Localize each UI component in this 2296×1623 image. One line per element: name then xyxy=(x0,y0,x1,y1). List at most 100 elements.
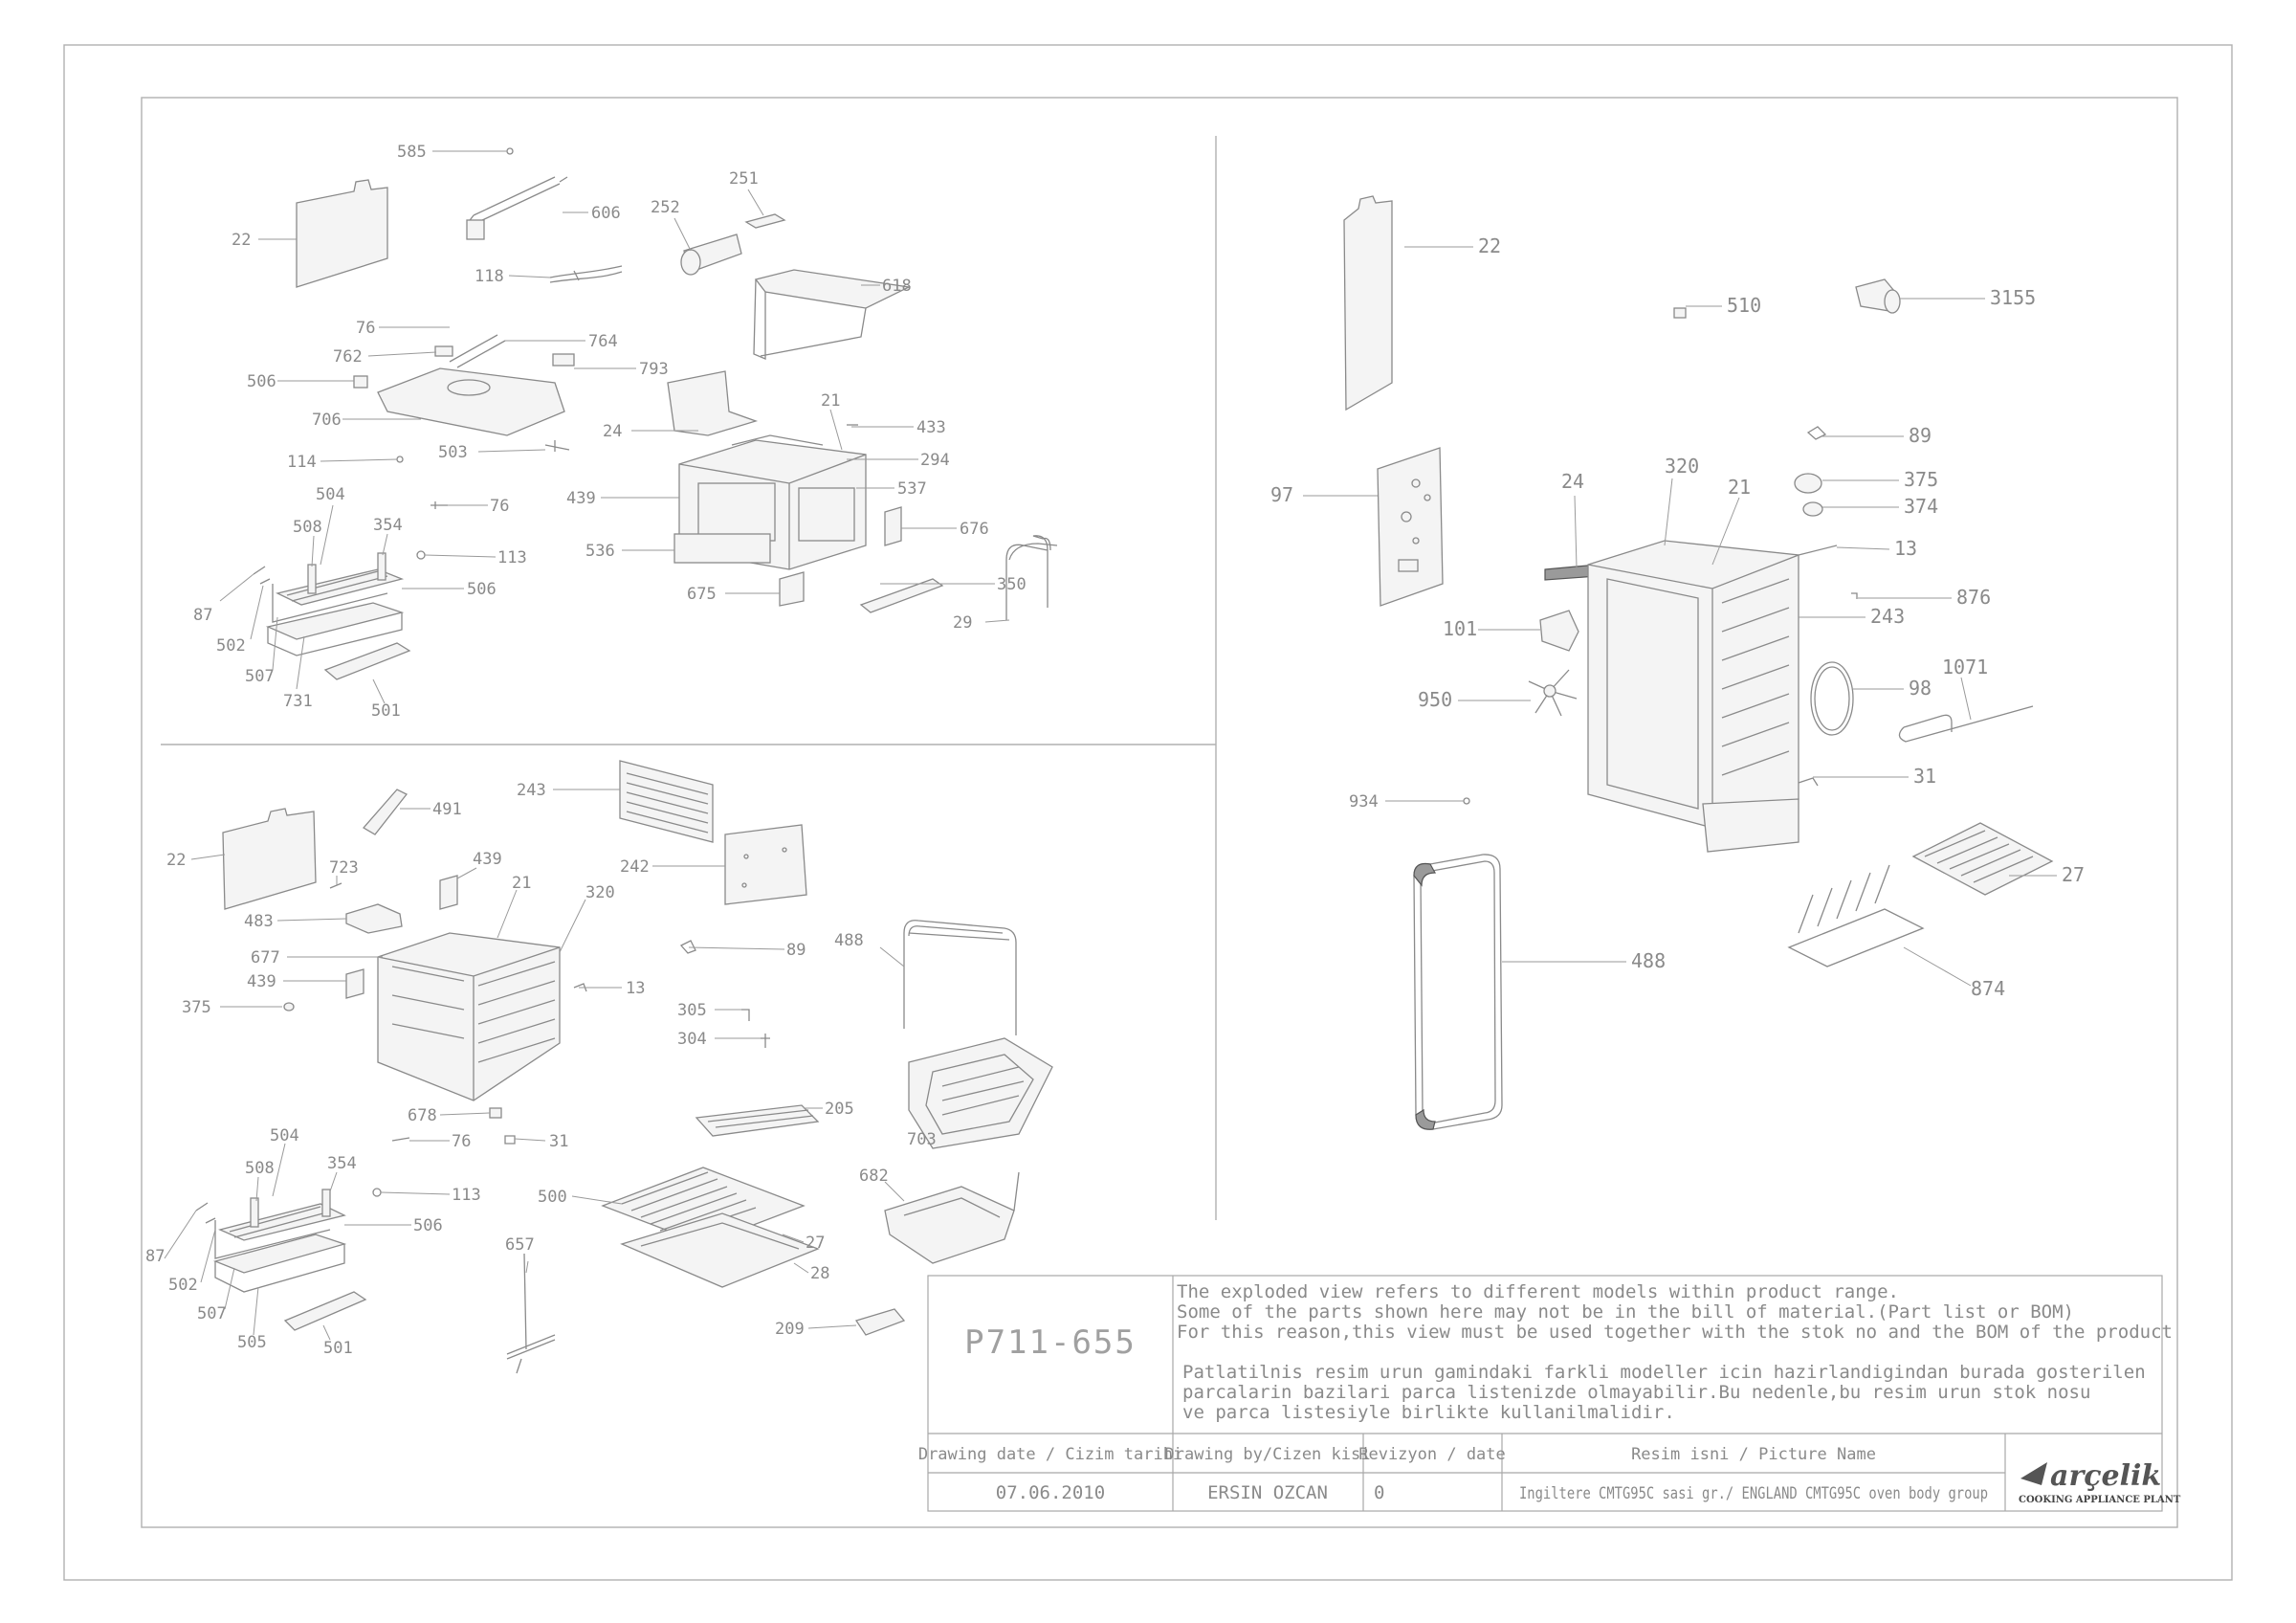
header-drawing-date: Drawing date / Cizim tarihi xyxy=(918,1445,1182,1464)
callout-label: 731 xyxy=(283,692,313,711)
callout-label: 762 xyxy=(333,347,363,367)
callout-label: 504 xyxy=(270,1126,299,1145)
callout-label: 500 xyxy=(538,1188,567,1207)
callout-label: 950 xyxy=(1418,688,1452,711)
callout-label: 76 xyxy=(452,1132,471,1151)
callout-label: 76 xyxy=(356,319,375,338)
callout-label: 793 xyxy=(639,360,669,379)
callout-label: 87 xyxy=(193,606,212,625)
callout-label: 536 xyxy=(585,542,615,561)
callout-label: 98 xyxy=(1909,677,1932,700)
callout-label: 101 xyxy=(1443,617,1477,640)
callout-label: 488 xyxy=(834,931,864,950)
callout-label: 504 xyxy=(316,485,345,504)
callout-label: 29 xyxy=(953,613,972,633)
callout-label: 706 xyxy=(312,411,342,430)
callout-label: 508 xyxy=(245,1159,275,1178)
callout-label: 439 xyxy=(247,972,276,991)
callout-label: 89 xyxy=(1909,424,1932,447)
header-drawing-by: Drawing by/Cizen kisi xyxy=(1165,1445,1371,1464)
bottom-left-parts xyxy=(195,760,1053,1374)
callout-label: 22 xyxy=(232,231,251,250)
callout-label: 506 xyxy=(247,372,276,391)
callout-label: 243 xyxy=(517,781,546,800)
callout-label: 677 xyxy=(251,948,280,967)
callout-label: 1071 xyxy=(1942,656,1988,678)
logo-subtitle: COOKING APPLIANCE PLANT xyxy=(2019,1495,2181,1505)
callout-label: 28 xyxy=(810,1264,829,1283)
value-drawing-date: 07.06.2010 xyxy=(996,1482,1105,1503)
header-picture-name: Resim isni / Picture Name xyxy=(1631,1445,1876,1464)
callout-label: 13 xyxy=(626,979,645,998)
callout-label: 242 xyxy=(620,857,650,877)
callout-label: 876 xyxy=(1956,586,1991,609)
callout-label: 320 xyxy=(1665,455,1699,478)
callout-label: 21 xyxy=(821,391,840,411)
callout-label: 97 xyxy=(1270,483,1293,506)
callout-label: 934 xyxy=(1349,792,1379,812)
callout-leaders xyxy=(164,150,2057,1341)
callout-label: 320 xyxy=(585,883,615,902)
top-left-parts xyxy=(253,147,1058,680)
value-picture-name: Ingiltere CMTG95C sasi gr./ ENGLAND CMTG… xyxy=(1519,1484,1988,1503)
callout-label: 22 xyxy=(1478,234,1501,257)
callout-label: 31 xyxy=(1913,765,1936,788)
value-revision: 0 xyxy=(1374,1482,1384,1503)
callout-label: 22 xyxy=(166,851,186,870)
callout-label: 13 xyxy=(1894,537,1917,560)
callout-label: 433 xyxy=(916,418,946,437)
callout-label: 510 xyxy=(1727,294,1761,317)
note-en-3: For this reason,this view must be used t… xyxy=(1177,1322,2173,1343)
callout-label: 503 xyxy=(438,443,468,462)
callout-label: 606 xyxy=(591,204,621,223)
callout-label: 506 xyxy=(467,580,497,599)
callout-label: 676 xyxy=(960,520,989,539)
callout-label: 252 xyxy=(651,198,680,217)
right-parts xyxy=(1343,195,2054,1130)
outer-border xyxy=(63,44,2233,1581)
callout-label: 89 xyxy=(786,941,806,960)
callout-label: 501 xyxy=(323,1339,353,1358)
callout-label: 209 xyxy=(775,1320,805,1339)
callout-label: 537 xyxy=(897,479,927,499)
note-en-1: The exploded view refers to different mo… xyxy=(1177,1281,1899,1302)
callout-label: 375 xyxy=(1904,468,1938,491)
callout-label: 508 xyxy=(293,518,322,537)
callout-label: 21 xyxy=(512,874,531,893)
callout-label: 76 xyxy=(490,497,509,516)
logo-swoosh-icon xyxy=(2020,1462,2047,1485)
callout-label: 585 xyxy=(397,143,427,162)
callout-label: 114 xyxy=(287,453,317,472)
callout-label: 350 xyxy=(997,575,1027,594)
callout-label: 507 xyxy=(245,667,275,686)
callout-label: 251 xyxy=(729,169,759,189)
callout-label: 31 xyxy=(549,1132,568,1151)
logo-brand: arçelik xyxy=(2050,1459,2161,1493)
callout-label: 502 xyxy=(168,1276,198,1295)
title-block: P711-655 The exploded view refers to dif… xyxy=(918,1275,2181,1512)
callout-label: 113 xyxy=(452,1186,481,1205)
callout-label: 439 xyxy=(566,489,596,508)
callout-label: 507 xyxy=(197,1304,227,1323)
callout-label: 618 xyxy=(882,277,912,296)
callout-labels: 585 606 252 251 22 118 618 76 762 764 79… xyxy=(145,143,2085,1358)
callout-label: 874 xyxy=(1971,977,2005,1000)
note-tr-2: parcalarin bazilari parca listenizde olm… xyxy=(1182,1382,2090,1403)
callout-label: 703 xyxy=(907,1130,937,1149)
callout-label: 682 xyxy=(859,1167,889,1186)
callout-label: 113 xyxy=(497,548,527,567)
callout-label: 243 xyxy=(1870,605,1905,628)
callout-label: 678 xyxy=(408,1106,437,1125)
callout-label: 675 xyxy=(687,585,717,604)
note-en-2: Some of the parts shown here may not be … xyxy=(1177,1301,2074,1323)
inner-border xyxy=(141,97,2178,1528)
drawing-code: P711-655 xyxy=(964,1323,1137,1362)
callout-label: 505 xyxy=(237,1333,267,1352)
callout-label: 294 xyxy=(920,451,950,470)
callout-label: 87 xyxy=(145,1247,165,1266)
note-tr-1: Patlatilnis resim urun gamindaki farkli … xyxy=(1182,1362,2146,1383)
callout-label: 374 xyxy=(1904,495,1938,518)
note-tr-3: ve parca listesiyle birlikte kullanilmal… xyxy=(1182,1402,1675,1423)
callout-label: 375 xyxy=(182,998,211,1017)
